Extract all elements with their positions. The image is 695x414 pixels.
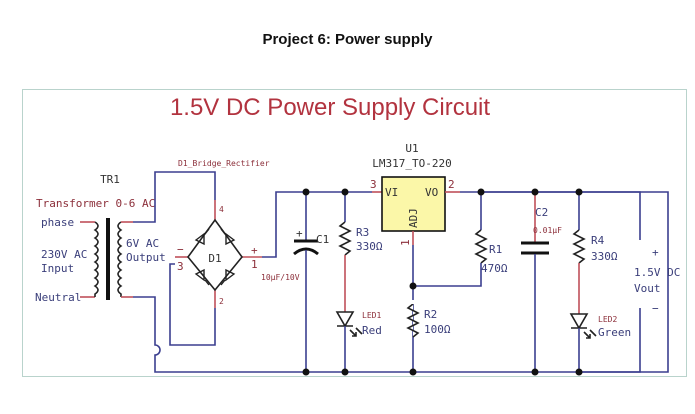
output-label-1: 1.5V DC — [634, 266, 680, 279]
r2-value: 100Ω — [424, 323, 451, 336]
led1-color: Red — [362, 324, 382, 337]
primary-coil — [93, 221, 99, 297]
output-minus: − — [652, 302, 659, 315]
c1-value: 10µF/10V — [261, 273, 300, 282]
pin-minus: − — [177, 243, 184, 256]
c1-polarity: + — [296, 227, 303, 240]
led1: LED1 Red — [335, 311, 382, 372]
r1-ref: R1 — [489, 243, 502, 256]
output-label-2: Vout — [634, 282, 661, 295]
led2-ref: LED2 — [598, 315, 617, 324]
u1-pin-vi-num: 3 — [370, 178, 377, 191]
u1-part: LM317_TO-220 — [372, 157, 451, 170]
secondary-coil — [117, 221, 123, 297]
regulator-u1: U1 LM317_TO-220 3 VI VO 2 ADJ 1 — [370, 142, 460, 246]
transformer-tr1: TR1 Transformer 0-6 AC phase 230V AC Inp… — [35, 173, 166, 304]
primary-label-1: 230V AC — [41, 248, 87, 261]
secondary-label-2: Output — [126, 251, 166, 264]
output-plus: + — [652, 246, 659, 259]
tr1-ref: TR1 — [100, 173, 120, 186]
pin-minus-num: 3 — [177, 260, 184, 273]
r3-value: 330Ω — [356, 240, 383, 253]
transformer-core — [106, 218, 110, 300]
u1-pin-adj: ADJ — [407, 208, 420, 228]
pin-bottom: 2 — [219, 297, 224, 306]
output-terminal: + 1.5V DC Vout − — [634, 246, 680, 315]
resistor-r1: R1 470Ω — [413, 192, 508, 287]
resistor-r3: R3 330Ω — [338, 192, 383, 256]
bridge-rectifier-d1: D1_Bridge_Rectifier D1 − 3 + 1 4 2 — [175, 159, 270, 308]
c2-value: 0.01µF — [533, 226, 562, 235]
u1-pin-vo: VO — [425, 186, 438, 199]
capacitor-c2: C2 0.01µF — [521, 192, 562, 372]
r1-value: 470Ω — [481, 262, 508, 275]
secondary-label-1: 6V AC — [126, 237, 159, 250]
page-title: Project 6: Power supply — [262, 31, 433, 48]
u1-ref: U1 — [405, 142, 418, 155]
led2: LED2 Green — [569, 313, 631, 372]
phase-label: phase — [41, 216, 74, 229]
r4-ref: R4 — [591, 234, 605, 247]
capacitor-c1: + C1 10µF/10V — [261, 192, 329, 372]
led1-ref: LED1 — [362, 311, 381, 320]
r3-ref: R3 — [356, 226, 369, 239]
tr1-name: Transformer 0-6 AC — [36, 197, 155, 210]
r2-ref: R2 — [424, 308, 437, 321]
led2-color: Green — [598, 326, 631, 339]
c2-ref: C2 — [535, 206, 548, 219]
diagram-title: 1.5V DC Power Supply Circuit — [170, 94, 490, 121]
pin-top: 4 — [219, 205, 224, 214]
diagram-frame — [22, 89, 687, 377]
c1-ref: C1 — [316, 233, 329, 246]
junction-dots — [302, 188, 583, 376]
u1-pin-vo-num: 2 — [448, 178, 455, 191]
r4-value: 330Ω — [591, 250, 618, 263]
resistor-r2: R2 100Ω — [406, 303, 451, 338]
pin-plus: + — [251, 244, 258, 257]
u1-pin-vi: VI — [385, 186, 398, 199]
pin-plus-num: 1 — [251, 258, 258, 271]
neutral-label: Neutral — [35, 291, 81, 304]
rectifier-ref: D1 — [208, 252, 221, 265]
rectifier-name: D1_Bridge_Rectifier — [178, 159, 270, 168]
resistor-r4: R4 330Ω — [572, 192, 618, 264]
u1-pin-adj-num: 1 — [399, 239, 412, 246]
primary-label-2: Input — [41, 262, 74, 275]
